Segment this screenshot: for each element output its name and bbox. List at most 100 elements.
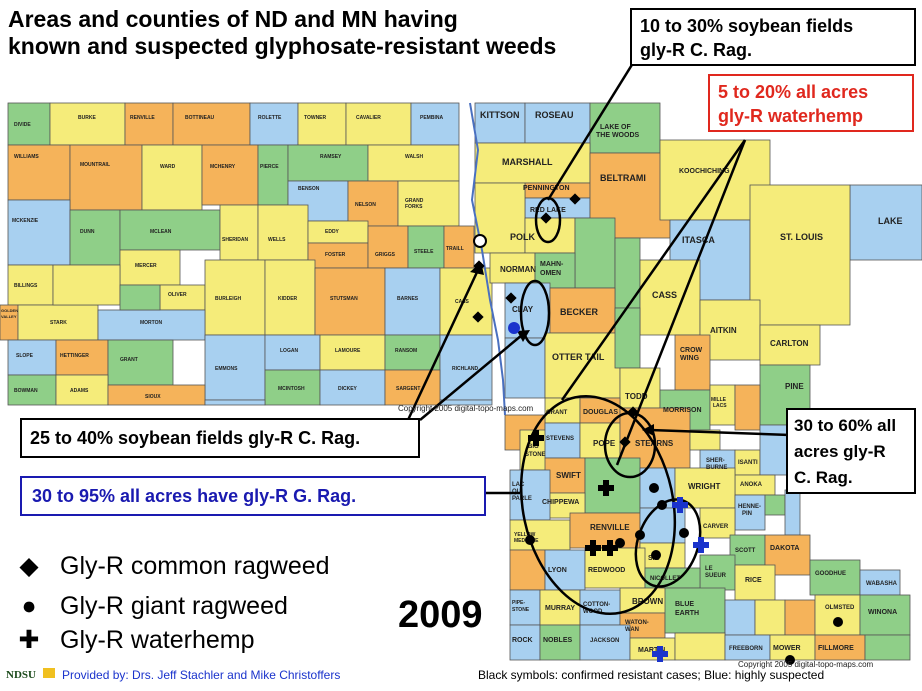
svg-text:ROSEAU: ROSEAU	[535, 110, 574, 120]
svg-text:LAC: LAC	[512, 482, 525, 488]
svg-text:BLUE: BLUE	[675, 601, 694, 608]
footer-note: Black symbols: confirmed resistant cases…	[478, 668, 825, 682]
county-sargent	[384, 369, 441, 406]
common-ragweed-symbol	[569, 193, 581, 205]
county-sheridan	[219, 204, 259, 261]
arrowhead-30-60	[642, 424, 654, 436]
svg-text:WINONA: WINONA	[868, 609, 897, 616]
svg-text:SARGENT: SARGENT	[396, 386, 420, 392]
county-murray	[539, 589, 581, 626]
svg-text:DUNN: DUNN	[80, 229, 95, 235]
county-roseau	[524, 102, 591, 144]
svg-text:EMMONS: EMMONS	[215, 366, 238, 372]
callout-soybean-10-30-line-1: 10 to 30% soybean fields	[640, 16, 854, 36]
common-ragweed-symbol	[627, 406, 639, 418]
svg-text:NORMAN: NORMAN	[500, 265, 536, 274]
callout-waterhemp-5-20-line-1: 5 to 20% all acres	[718, 82, 869, 102]
svg-text:MCHENRY: MCHENRY	[210, 164, 236, 170]
giant-ragweed-symbol	[635, 530, 645, 540]
svg-text:SHER-: SHER-	[706, 458, 725, 464]
county-swift	[544, 457, 586, 494]
svg-text:FORKS: FORKS	[405, 204, 423, 210]
leader-waterhemp	[560, 139, 747, 401]
svg-text:PEMBINA: PEMBINA	[420, 115, 443, 121]
county-ward	[141, 144, 203, 211]
svg-text:BIG: BIG	[528, 444, 539, 450]
county-sibley	[639, 542, 686, 569]
footer-provided-by: Provided by: Drs. Jeff Stachler and Mike…	[62, 668, 341, 682]
county-kidder	[264, 259, 316, 336]
svg-text:RANSOM: RANSOM	[395, 348, 417, 354]
svg-text:OLIVER: OLIVER	[168, 292, 187, 298]
svg-text:KIDDER: KIDDER	[278, 296, 298, 302]
svg-text:WING: WING	[680, 355, 700, 362]
circle-icon: ●	[21, 592, 37, 620]
svg-text:PENNINGTON: PENNINGTON	[523, 185, 570, 192]
county-mille-lacs	[709, 384, 736, 426]
common-ragweed-symbol	[505, 292, 517, 304]
svg-text:GOLDEN: GOLDEN	[1, 308, 18, 313]
legend-label-giant-ragweed: Gly-R giant ragweed	[60, 592, 288, 620]
svg-text:ANOKA: ANOKA	[740, 482, 763, 488]
svg-text:SLOPE: SLOPE	[16, 353, 34, 359]
svg-text:GRANT: GRANT	[120, 357, 138, 363]
copyright-bottom: Copyright 2005 digital-topo-maps.com	[738, 660, 874, 669]
county-lincoln	[509, 549, 546, 591]
svg-text:BECKER: BECKER	[560, 307, 599, 317]
svg-text:MURRAY: MURRAY	[545, 605, 575, 612]
svg-text:STONE: STONE	[525, 452, 546, 458]
county-mchenry	[201, 144, 259, 206]
svg-text:RED LAKE: RED LAKE	[530, 207, 566, 214]
svg-text:RENVILLE: RENVILLE	[590, 523, 630, 532]
svg-text:KOOCHICHING: KOOCHICHING	[679, 168, 730, 175]
svg-text:BOWMAN: BOWMAN	[14, 388, 38, 394]
callout-acres-30-60-line-3: C. Rag.	[794, 468, 853, 487]
svg-text:WABASHA: WABASHA	[866, 581, 898, 587]
svg-text:MOUNTRAIL: MOUNTRAIL	[80, 162, 110, 168]
title-line-1: Areas and counties of ND and MN having	[8, 6, 458, 32]
county-ramsey	[287, 144, 369, 182]
west-central-region	[519, 395, 677, 615]
minnesota-counties	[474, 102, 922, 661]
svg-text:HETTINGER: HETTINGER	[60, 353, 89, 359]
red-river	[469, 102, 506, 416]
county-divide	[7, 102, 51, 146]
svg-text:JACKSON: JACKSON	[590, 638, 619, 644]
county-becker	[549, 287, 616, 334]
svg-text:STEELE: STEELE	[414, 249, 434, 255]
county-cavalier	[345, 102, 412, 146]
county-cass-nd	[439, 267, 493, 336]
county-hubbard	[614, 237, 641, 309]
leader-25-40-b	[419, 334, 523, 421]
svg-text:CHIPPEWA: CHIPPEWA	[542, 499, 579, 506]
svg-text:SIOUX: SIOUX	[145, 394, 161, 400]
county-bowman	[7, 374, 57, 406]
county-mckenzie	[7, 199, 71, 266]
county-bottineau	[172, 102, 251, 146]
county-polk-e	[524, 217, 576, 254]
suspected-waterhemp-symbol	[672, 497, 688, 513]
svg-text:TRAILL: TRAILL	[446, 246, 464, 252]
svg-text:NELSON: NELSON	[355, 202, 376, 208]
callout-acres-30-60-line-2: acres gly-R	[794, 442, 886, 461]
svg-text:RICHLAND: RICHLAND	[452, 366, 478, 372]
svg-text:BELTRAMI: BELTRAMI	[600, 173, 646, 183]
svg-text:LYON: LYON	[548, 567, 567, 574]
giant-ragweed-symbol	[657, 500, 667, 510]
county-traill	[443, 225, 475, 269]
waterhemp-symbol	[602, 540, 618, 556]
legend-item-waterhemp: ✚ Gly-R waterhemp	[18, 626, 255, 654]
svg-text:OMEN: OMEN	[540, 270, 561, 277]
svg-text:STUTSMAN: STUTSMAN	[330, 296, 358, 302]
county-renville-nd	[124, 102, 174, 146]
county-rice	[734, 564, 776, 601]
svg-text:COTTON-: COTTON-	[583, 602, 610, 608]
svg-text:MAHN-: MAHN-	[540, 261, 564, 268]
county-waseca	[724, 599, 756, 636]
county-dodge	[784, 599, 816, 636]
svg-text:WELLS: WELLS	[268, 237, 286, 243]
svg-text:GRIGGS: GRIGGS	[375, 252, 396, 258]
svg-text:RAMSEY: RAMSEY	[320, 154, 342, 160]
